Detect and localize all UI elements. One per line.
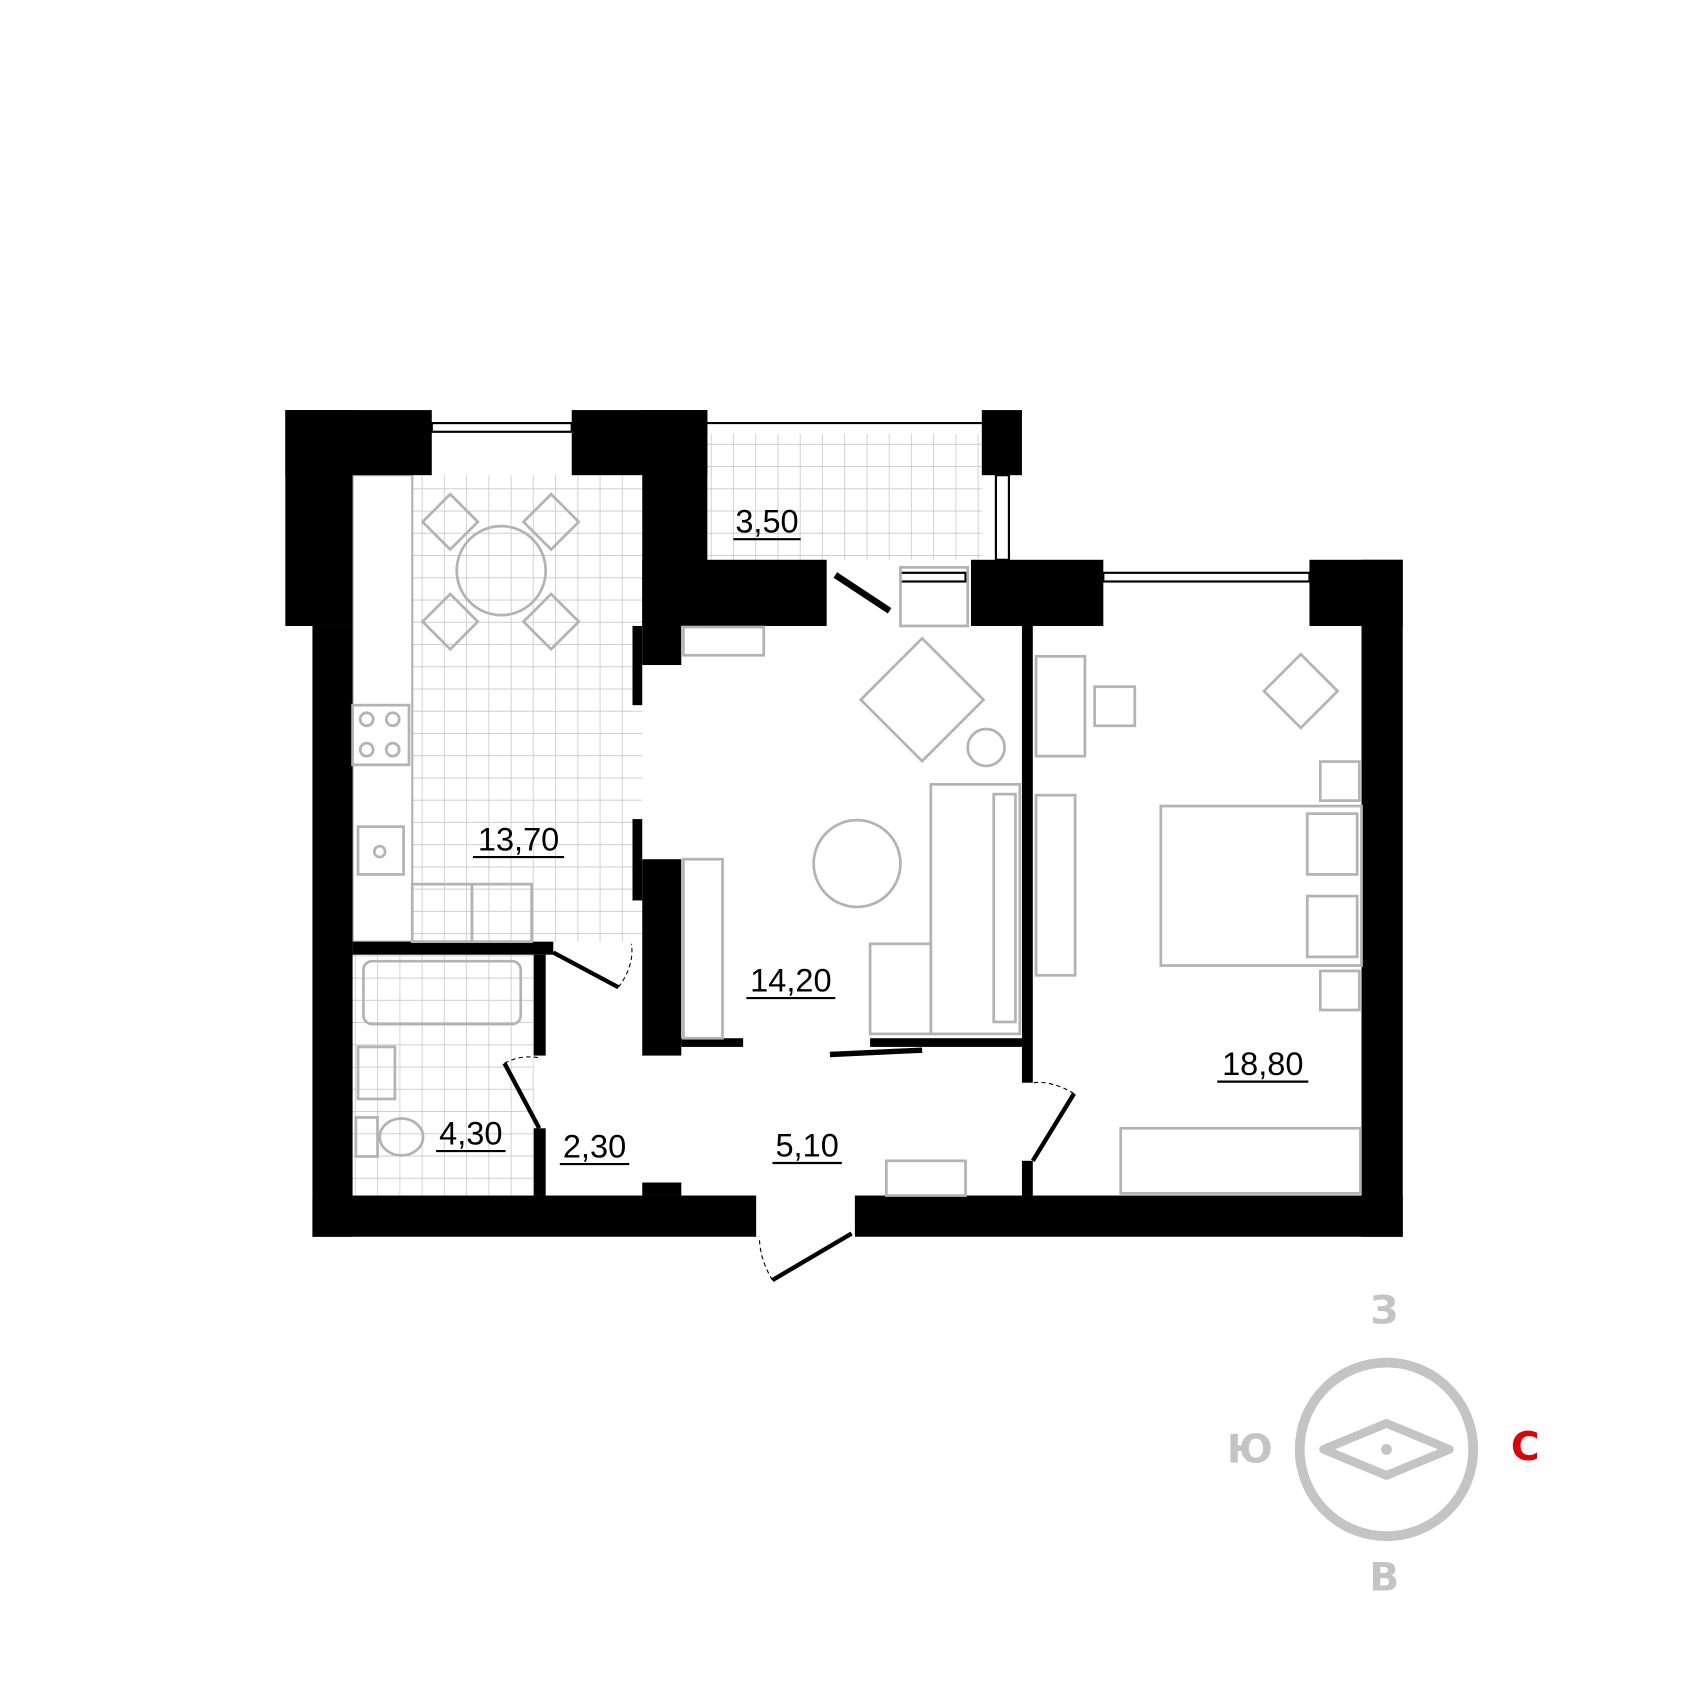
compass-north: С bbox=[1511, 1425, 1540, 1470]
area-kitchen: 13,70 bbox=[478, 822, 559, 858]
area-bedroom: 18,80 bbox=[1222, 1046, 1303, 1082]
walls bbox=[285, 410, 1403, 1237]
area-living-room: 14,20 bbox=[750, 963, 831, 999]
compass-ring bbox=[1294, 1357, 1479, 1542]
compass-needle-icon bbox=[1319, 1419, 1454, 1480]
compass-south: Ю bbox=[1227, 1427, 1273, 1472]
balcony-tiles bbox=[707, 433, 982, 560]
area-corridor: 2,30 bbox=[563, 1129, 626, 1165]
compass: З Ю С В bbox=[1227, 1289, 1540, 1601]
area-bathroom: 4,30 bbox=[439, 1116, 502, 1152]
area-balcony: 3,50 bbox=[735, 504, 798, 540]
compass-west: З bbox=[1370, 1289, 1398, 1334]
doors bbox=[502, 572, 1076, 1283]
bathroom-tiles bbox=[352, 954, 534, 1196]
compass-east: В bbox=[1369, 1555, 1399, 1600]
windows bbox=[430, 422, 1311, 583]
area-labels: 3,50 13,70 14,20 18,80 4,30 2,30 5,10 bbox=[436, 504, 1309, 1166]
area-hallway: 5,10 bbox=[775, 1127, 838, 1163]
furniture bbox=[351, 492, 1363, 1197]
